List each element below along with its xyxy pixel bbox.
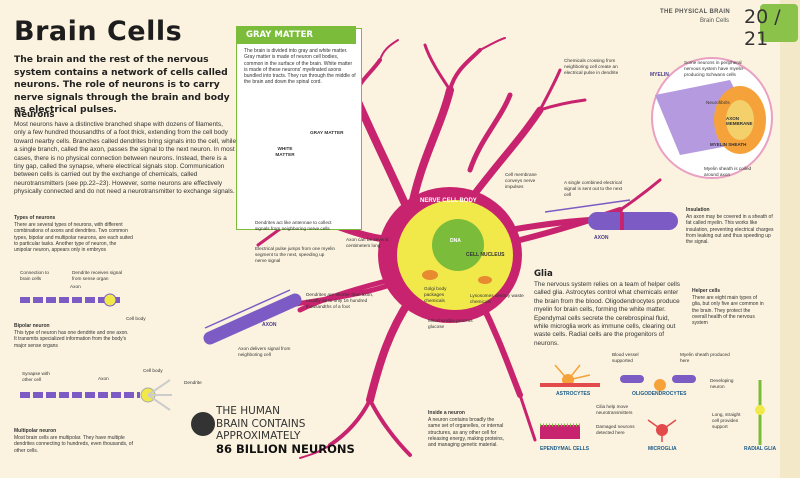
bipolar-label-dendrite: Dendrite receives signal from sense orga… — [72, 270, 123, 281]
glia-label-developing: Developing neuron — [710, 378, 734, 389]
multi-label-cellbody: Cell body — [143, 368, 163, 373]
helper-heading: Helper cells — [692, 288, 721, 294]
page-numbers: 20 / 21 — [744, 6, 781, 50]
bipolar-heading: Bipolar neuron — [14, 323, 50, 329]
fact-line-1: THE HUMAN — [216, 405, 280, 417]
multipolar-text: Most brain cells are multipolar. They ha… — [14, 435, 133, 454]
bipolar-cell-body — [103, 293, 117, 307]
microglia-illustration — [647, 419, 677, 442]
white-matter-label: WHITE MATTER — [275, 146, 295, 157]
bipolar-text: This type of neuron has one dendrite and… — [14, 330, 129, 349]
glia-heading: Glia — [534, 269, 553, 279]
callout-pulse: Electrical pulse jumps from one myelin s… — [255, 246, 335, 263]
axon-label-left: AXON — [262, 322, 277, 328]
callout-mitochondria: Mitochondria process glucose — [428, 318, 473, 329]
myelin-coiled: Myelin sheath is coiled around axon — [704, 166, 752, 177]
callout-dendrites: Dendrites act like antennae to collect s… — [255, 220, 332, 231]
myelin-label: MYELIN — [650, 72, 669, 78]
types-heading: Types of neurons — [14, 215, 56, 221]
oligodendrocytes-label: OLIGODENDROCYTES — [632, 391, 687, 397]
gray-matter-label: GRAY MATTER — [310, 130, 344, 135]
intro-paragraph: The brain and the rest of the nervous sy… — [14, 54, 230, 115]
section-label: THE PHYSICAL BRAIN — [660, 9, 730, 15]
page-edge-strip — [780, 0, 800, 478]
ependymal-label: EPENDYMAL CELLS — [540, 446, 590, 452]
glia-label-longcell: Long, straight cell provides support — [712, 412, 741, 429]
ependymal-illustration — [540, 423, 580, 439]
cell-body-label: NERVE CELL BODY — [420, 198, 477, 204]
axon-membrane-label: AXON MEMBRANE — [726, 116, 753, 126]
types-text: There are several types of neurons, with… — [14, 222, 133, 254]
callout-axon-delivers: Axon delivers signal from neighboring ce… — [238, 346, 291, 357]
axon-myelin-right — [588, 212, 678, 230]
lysosome — [478, 276, 492, 284]
neurons-fact: THE HUMAN BRAIN CONTAINS APPROXIMATELY 8… — [216, 405, 355, 456]
neurons-heading: Neurons — [14, 110, 55, 120]
insulation-text: An axon may be covered in a sheath of fa… — [686, 214, 774, 246]
callout-golgi: Golgi body packages chemicals — [424, 286, 447, 303]
multi-label-dendrite: Dendrite — [184, 380, 202, 385]
dna-label: DNA — [450, 238, 461, 244]
glia-label-myelin-sheath: Myelin sheath produced here — [680, 352, 730, 363]
callout-chemicals: Chemicals crossing from neighboring cell… — [564, 58, 619, 75]
fact-line-4: 86 BILLION NEURONS — [216, 441, 355, 456]
insulation-heading: Insulation — [686, 207, 710, 213]
multi-label-axon: Axon — [98, 376, 109, 381]
mitochondrion — [422, 270, 438, 280]
myelin-sheath-label: MYELIN SHEATH — [710, 142, 747, 147]
fact-line-3: APPROXIMATELY — [216, 430, 301, 442]
signal-arrow-left — [204, 289, 291, 329]
multi-label-synapse: Synapse with other cell — [22, 371, 50, 382]
radial-glia-label: RADIAL GLIA — [744, 446, 777, 452]
microglia-label: MICROGLIA — [648, 446, 677, 452]
neurons-text: Most neurons have a distinctive branched… — [14, 121, 237, 196]
page-title: Brain Cells — [14, 16, 183, 47]
gray-matter-text: The brain is divided into gray and white… — [244, 48, 356, 86]
axon-membrane-shape — [726, 100, 754, 140]
inside-text: A neuron contains broadly the same set o… — [428, 417, 505, 449]
node-ranvier — [620, 212, 624, 230]
nucleus-shape — [432, 219, 484, 271]
multipolar-heading: Multipolar neuron — [14, 428, 57, 434]
axon-myelin-left — [203, 293, 302, 345]
astrocytes-illustration — [540, 364, 600, 387]
bipolar-label-axon: Axon — [70, 284, 81, 289]
callout-combined: A single combined electrical signal is s… — [564, 180, 623, 197]
signal-arrow-right — [544, 199, 631, 213]
head-brain-icon — [760, 4, 798, 42]
oligodendrocytes-illustration — [620, 375, 696, 391]
inside-heading: Inside a neuron — [428, 410, 465, 416]
gray-matter-heading: GRAY MATTER — [236, 26, 356, 44]
glia-text: The nervous system relies on a team of h… — [534, 281, 680, 347]
fact-line-2: BRAIN CONTAINS — [216, 417, 306, 430]
callout-membrane: Cell membrane conveys nerve impulses — [505, 172, 537, 189]
brain-fact-icon — [191, 412, 215, 436]
callout-lysosomes: Lysosomes destroy waste chemicals — [470, 293, 524, 304]
axon-label-right: AXON — [594, 235, 609, 241]
radial-glia-illustration — [755, 380, 765, 445]
astrocytes-label: ASTROCYTES — [556, 391, 591, 397]
callout-dendrites-short: Dendrites are shorter than axon, usually… — [306, 292, 374, 309]
glia-label-cilia: Cilia help move neurotransmitters — [596, 404, 633, 415]
gray-matter-box — [236, 28, 362, 230]
helper-text: There are eight main types of glia, but … — [692, 295, 764, 327]
bipolar-label-cellbody: Cell body — [126, 316, 146, 321]
bipolar-label-connection: Connection to brain cells — [20, 270, 49, 281]
subsection-label: Brain Cells — [700, 18, 730, 24]
myelin-peripheral: Some neurons in peripheral nervous syste… — [684, 60, 745, 77]
glia-label-damaged: Damaged neurons detected here — [596, 424, 635, 435]
axon-start — [509, 217, 591, 233]
neurofibrils-label: Neurofibrils — [706, 100, 730, 105]
callout-axon-long: Axon can be several centimeters long — [346, 237, 389, 248]
glia-label-blood: Blood vessel supported — [612, 352, 639, 363]
multipolar-dendrites — [147, 379, 172, 411]
nucleus-label: CELL NUCLEUS — [466, 252, 505, 258]
